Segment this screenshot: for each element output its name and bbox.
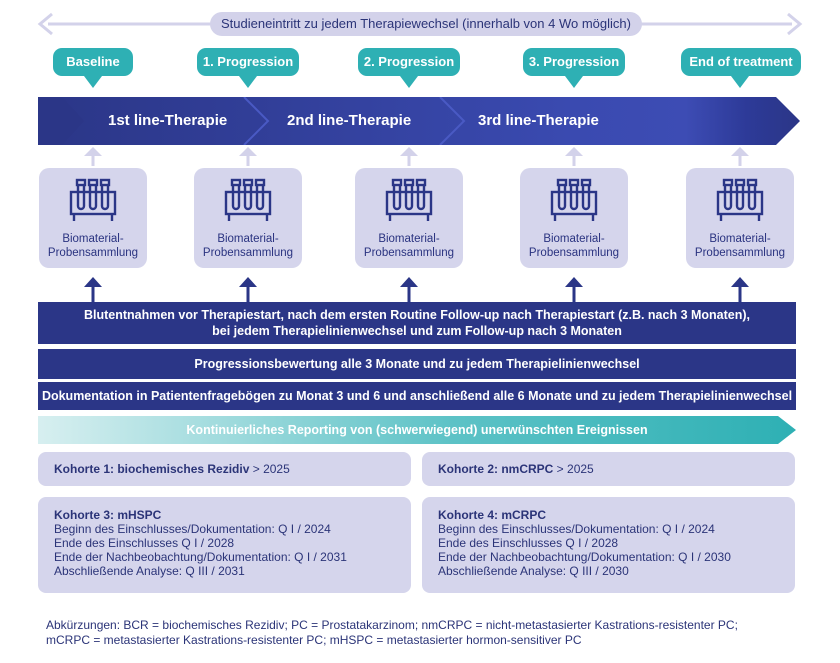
sample-label-line1: Biomaterial- [378, 233, 440, 245]
entry-label: Studieneintritt zu jedem Therapiewechsel… [210, 12, 642, 36]
cohort-4-line: Ende der Nachbeobachtung/Dokumentation: … [438, 550, 731, 564]
cohort-4-title: Kohorte 4: mCRPC [438, 508, 547, 522]
blood-line-1: Blutentnahmen vor Therapiestart, nach de… [83, 308, 751, 322]
cohort-4-line: Ende des Einschlusses Q I / 2028 [438, 536, 619, 550]
sample-label-line2: Probensammlung [202, 247, 294, 259]
therapy-2nd-line: 2nd line-Therapie [287, 112, 412, 129]
sample-box-progression-3: Biomaterial- Probensammlung [520, 168, 628, 268]
therapy-3rd-line: 3rd line-Therapie [478, 112, 599, 129]
phase-end-of-treatment: End of treatment [681, 48, 801, 76]
progression-text: Progressionsbewertung alle 3 Monate und … [194, 357, 640, 371]
cohort-3-box: Kohorte 3: mHSPC Beginn des Einschlusses… [38, 497, 411, 593]
sample-label-line2: Probensammlung [47, 247, 139, 259]
reporting-text: Kontinuierliches Reporting von (schwerwi… [186, 423, 648, 437]
phase-baseline: Baseline [53, 48, 133, 76]
sample-up-arrows [84, 147, 749, 166]
blood-sampling-bar: Blutentnahmen vor Therapiestart, nach de… [38, 302, 796, 344]
phase-progression-1: 1. Progression [197, 48, 299, 76]
sample-label-line2: Probensammlung [694, 247, 786, 259]
documentation-bar: Dokumentation in Patientenfragebögen zu … [38, 382, 796, 410]
abbreviations-line-2: mCRPC = metastasierter Kastrations-resis… [46, 633, 582, 647]
blood-up-arrows [84, 277, 749, 302]
sample-label-line1: Biomaterial- [217, 233, 279, 245]
cohort-3-line: Ende des Einschlusses Q I / 2028 [54, 536, 235, 550]
abbreviations: Abkürzungen: BCR = biochemisches Rezidiv… [46, 618, 826, 648]
sample-label-line2: Probensammlung [363, 247, 455, 259]
phase-progression-2: 2. Progression [358, 48, 460, 76]
therapy-1st-line: 1st line-Therapie [108, 112, 228, 129]
cohort-4-line: Beginn des Einschlusses/Dokumentation: Q… [438, 522, 715, 536]
test-tube-rack-icon [69, 178, 117, 221]
cohort-3-line: Beginn des Einschlusses/Dokumentation: Q… [54, 522, 331, 536]
test-tube-rack-icon [716, 178, 764, 221]
therapy-arrow [38, 97, 800, 145]
sample-label-line1: Biomaterial- [709, 233, 771, 245]
cohort-2-title: Kohorte 2: nmCRPC [438, 462, 554, 476]
abbreviations-line-1: Abkürzungen: BCR = biochemisches Rezidiv… [46, 618, 738, 632]
reporting-arrow [38, 416, 796, 444]
sample-box-end-of-treatment: Biomaterial- Probensammlung [686, 168, 794, 268]
cohort-3-line: Ende der Nachbeobachtung/Dokumentation: … [54, 550, 347, 564]
cohort-1-value: > 2025 [249, 462, 290, 476]
cohort-3-line: Abschließende Analyse: Q III / 2031 [54, 564, 245, 578]
cohort-4-line: Abschließende Analyse: Q III / 2030 [438, 564, 629, 578]
cohort-1-box: Kohorte 1: biochemisches Rezidiv > 2025 [38, 452, 411, 486]
phase-down-arrows [84, 76, 749, 88]
cohort-4-box: Kohorte 4: mCRPC Beginn des Einschlusses… [422, 497, 795, 593]
sample-label-line1: Biomaterial- [62, 233, 124, 245]
documentation-text: Dokumentation in Patientenfragebögen zu … [41, 389, 793, 403]
test-tube-rack-icon [385, 178, 433, 221]
test-tube-rack-icon [550, 178, 598, 221]
cohort-2-box: Kohorte 2: nmCRPC > 2025 [422, 452, 795, 486]
cohort-3-title: Kohorte 3: mHSPC [54, 508, 162, 522]
progression-bar: Progressionsbewertung alle 3 Monate und … [38, 349, 796, 379]
sample-box-progression-2: Biomaterial- Probensammlung [355, 168, 463, 268]
blood-line-2: bei jedem Therapielinienwechsel und zum … [212, 324, 622, 338]
cohort-2-value: > 2025 [553, 462, 594, 476]
sample-box-baseline: Biomaterial- Probensammlung [39, 168, 147, 268]
sample-label-line1: Biomaterial- [543, 233, 605, 245]
phase-progression-3: 3. Progression [523, 48, 625, 76]
sample-box-progression-1: Biomaterial- Probensammlung [194, 168, 302, 268]
cohort-1-title: Kohorte 1: biochemisches Rezidiv [54, 462, 250, 476]
sample-label-line2: Probensammlung [528, 247, 620, 259]
test-tube-rack-icon [224, 178, 272, 221]
